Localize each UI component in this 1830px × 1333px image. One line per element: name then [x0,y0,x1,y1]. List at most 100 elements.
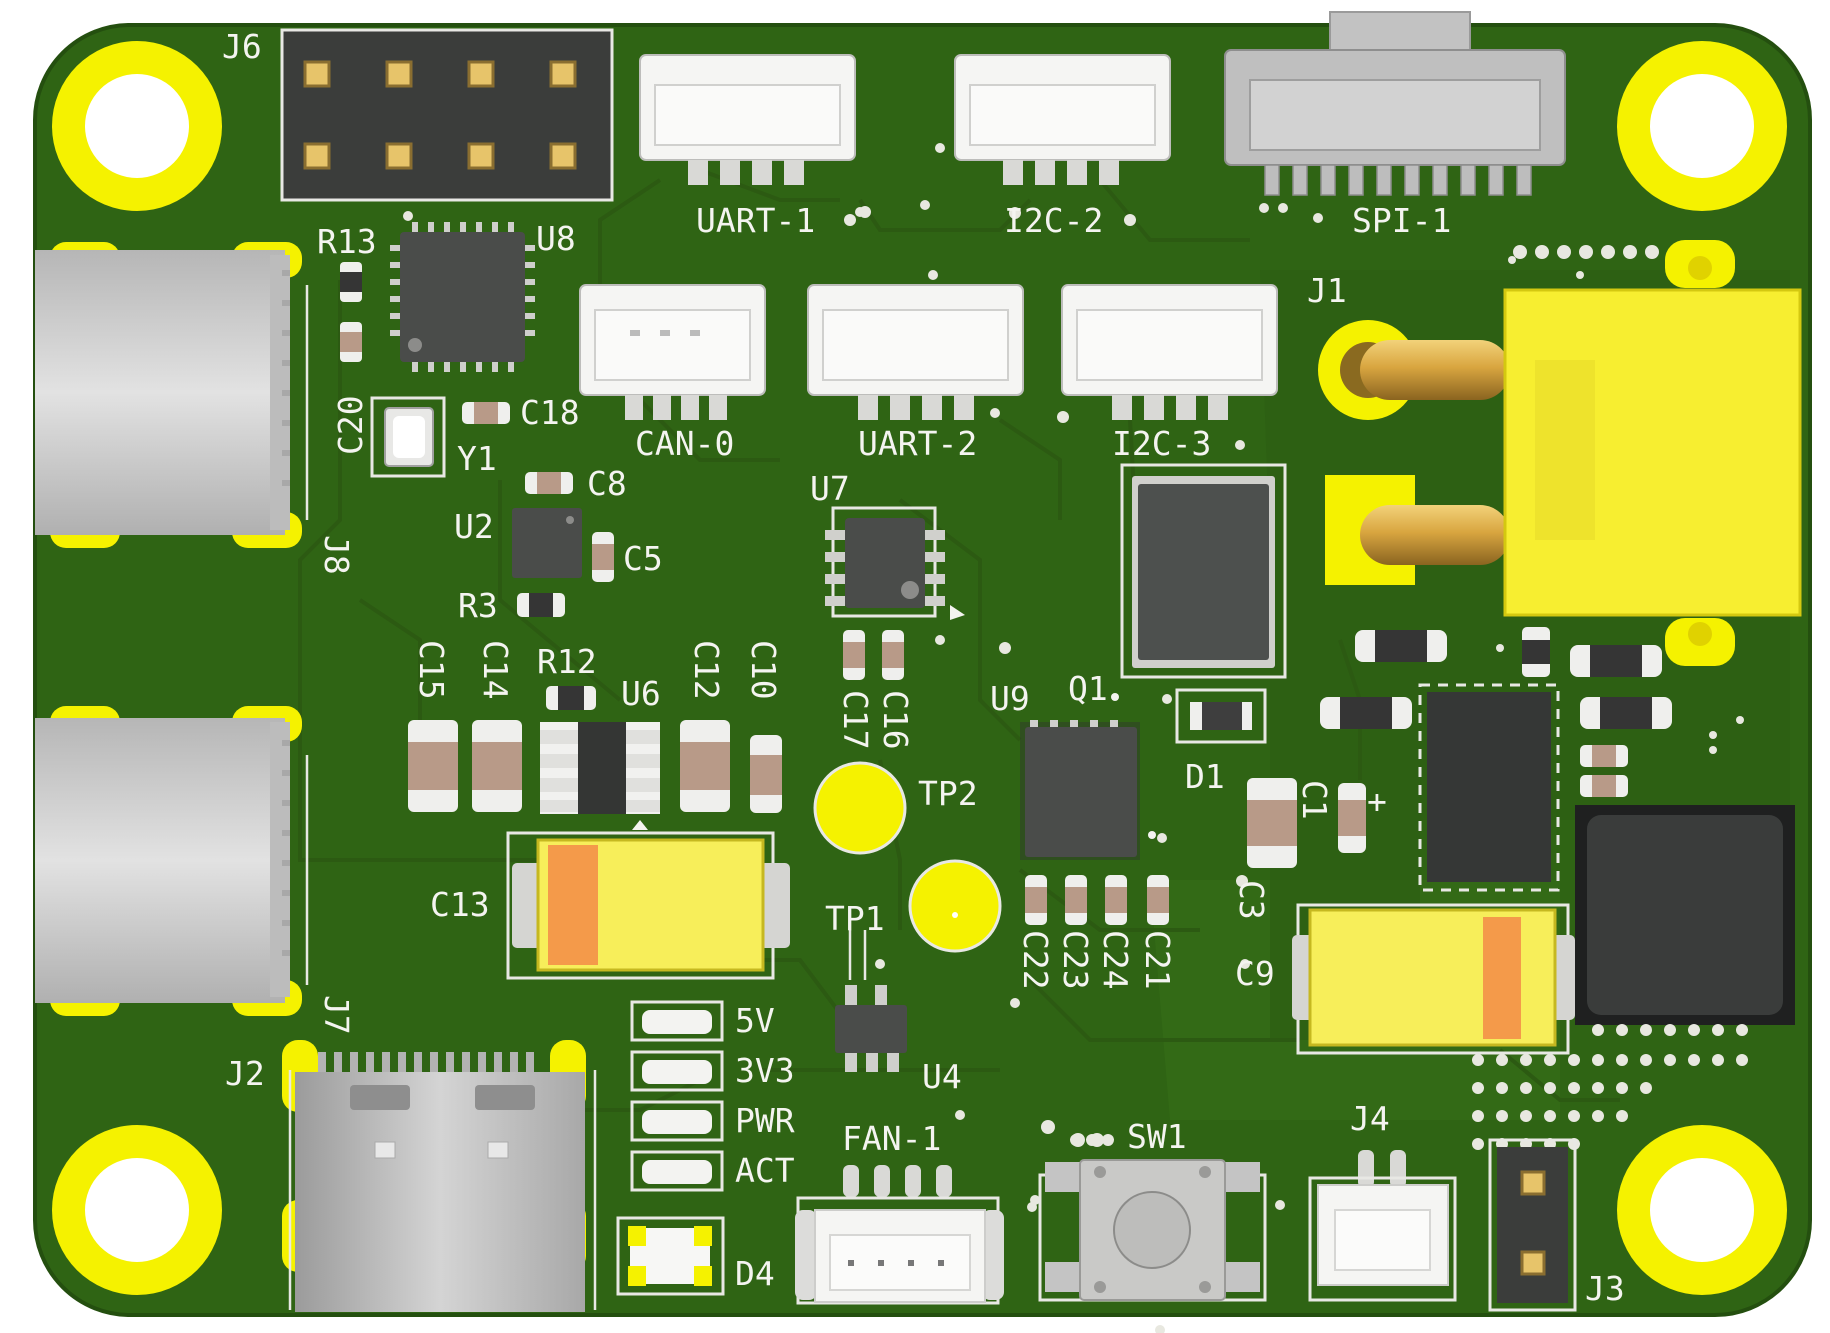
j1-power-connector [1318,240,1802,666]
j7-usbc-connector [35,706,302,1016]
label-j4: J4 [1350,1099,1390,1138]
label-5v: 5V [735,1001,775,1040]
label-c16: C16 [876,690,915,750]
uart1-connector [639,54,856,185]
label-c8: C8 [587,464,627,503]
label-c21: C21 [1138,930,1177,990]
c22-c21-caps [1025,875,1169,925]
c13-tantalum-cap [506,831,790,980]
label-tp1: TP1 [825,899,885,938]
label-u9: U9 [990,679,1030,718]
mounting-holes [52,41,1787,1295]
label-c20: C20 [331,395,370,455]
label-c15: C15 [412,640,451,700]
c17-c16-caps [843,630,904,680]
label-spi1: SPI-1 [1352,201,1451,240]
label-c10: C10 [744,640,783,700]
label-j6: J6 [222,27,262,66]
c1-cap [1338,783,1366,853]
i2c2-connector [954,54,1171,185]
label-j3: J3 [1585,1269,1625,1308]
j6-header [280,28,614,202]
label-c18: C18 [520,393,580,432]
label-j2: J2 [225,1054,265,1093]
inductor [1575,805,1795,1025]
j8-usbc-connector [35,242,302,548]
label-sw1: SW1 [1127,1117,1187,1156]
label-c5: C5 [623,539,663,578]
label-u4: U4 [922,1057,962,1096]
label-can0: CAN-0 [635,424,734,463]
j2-usbc-connector [282,1040,586,1312]
tp1-testpoint [908,859,1002,953]
c3-cap [1247,778,1297,868]
label-u6: U6 [621,674,661,713]
label-tp2: TP2 [918,774,978,813]
label-plus: + [1367,782,1387,821]
silk-labels: J6 R13 U8 UART-1 I2C-2 SPI-1 J1 C20 C18 … [222,27,1625,1308]
uart2-connector [807,284,1024,420]
label-j1: J1 [1307,271,1347,310]
y1-crystal [370,396,446,478]
power-ic [1418,683,1560,892]
label-3v3: 3V3 [735,1051,795,1090]
sw1-button-graphic [1038,1120,1267,1302]
status-leds [630,1000,724,1192]
label-u7: U7 [810,469,850,508]
label-i2c3: I2C-3 [1112,424,1211,463]
label-c24: C24 [1096,930,1135,990]
d1-diode [1175,688,1267,744]
tp2-testpoint [813,761,907,855]
right-small-parts [1320,627,1672,797]
label-r12: R12 [537,642,597,681]
q1-mosfet [1120,463,1287,679]
label-c22: C22 [1016,930,1055,990]
label-c9: C9 [1235,954,1275,993]
label-r13: R13 [317,222,377,261]
c15-c14-caps [408,720,522,812]
r12-resistor [546,686,596,710]
label-uart1: UART-1 [696,201,815,240]
can0-connector [579,284,766,420]
c8-cap [525,472,573,494]
u6-chip [540,722,660,830]
label-fan1: FAN-1 [842,1119,941,1158]
c12-c10-caps [680,720,782,813]
j3-jumper [1488,1138,1577,1312]
u8-chip [390,222,535,372]
c9-tantalum-cap [1292,903,1575,1055]
silk-outlines [288,285,1156,1310]
label-act: ACT [735,1151,795,1190]
label-u8: U8 [536,219,576,258]
label-d4: D4 [735,1254,775,1293]
label-c23: C23 [1056,930,1095,990]
label-d1: D1 [1185,757,1225,796]
label-j8: J8 [317,535,356,575]
label-y1: Y1 [457,439,497,478]
label-r3: R3 [458,586,498,625]
r3-resistor [517,593,565,617]
label-c17: C17 [836,690,875,750]
spi1-connector [1224,11,1566,196]
d4-led [616,1216,725,1296]
label-c12: C12 [687,640,726,700]
label-c3: C3 [1232,880,1271,920]
u7-chip [825,506,965,620]
via-grid-bottom [1472,1024,1748,1150]
label-pwr: PWR [735,1101,795,1140]
j4-connector [1308,1150,1457,1302]
label-c14: C14 [476,640,515,700]
label-q1: Q1 [1068,669,1108,708]
label-u2: U2 [454,507,494,546]
u9-chip [1020,720,1140,860]
i2c3-connector [1061,284,1278,420]
label-c1: C1 [1295,780,1334,820]
label-j7: J7 [317,995,356,1035]
fan1-connector [795,1165,1004,1305]
r13-c20-parts [340,262,362,362]
label-c13: C13 [430,885,490,924]
label-i2c2: I2C-2 [1004,201,1103,240]
u4-chip [835,985,907,1072]
